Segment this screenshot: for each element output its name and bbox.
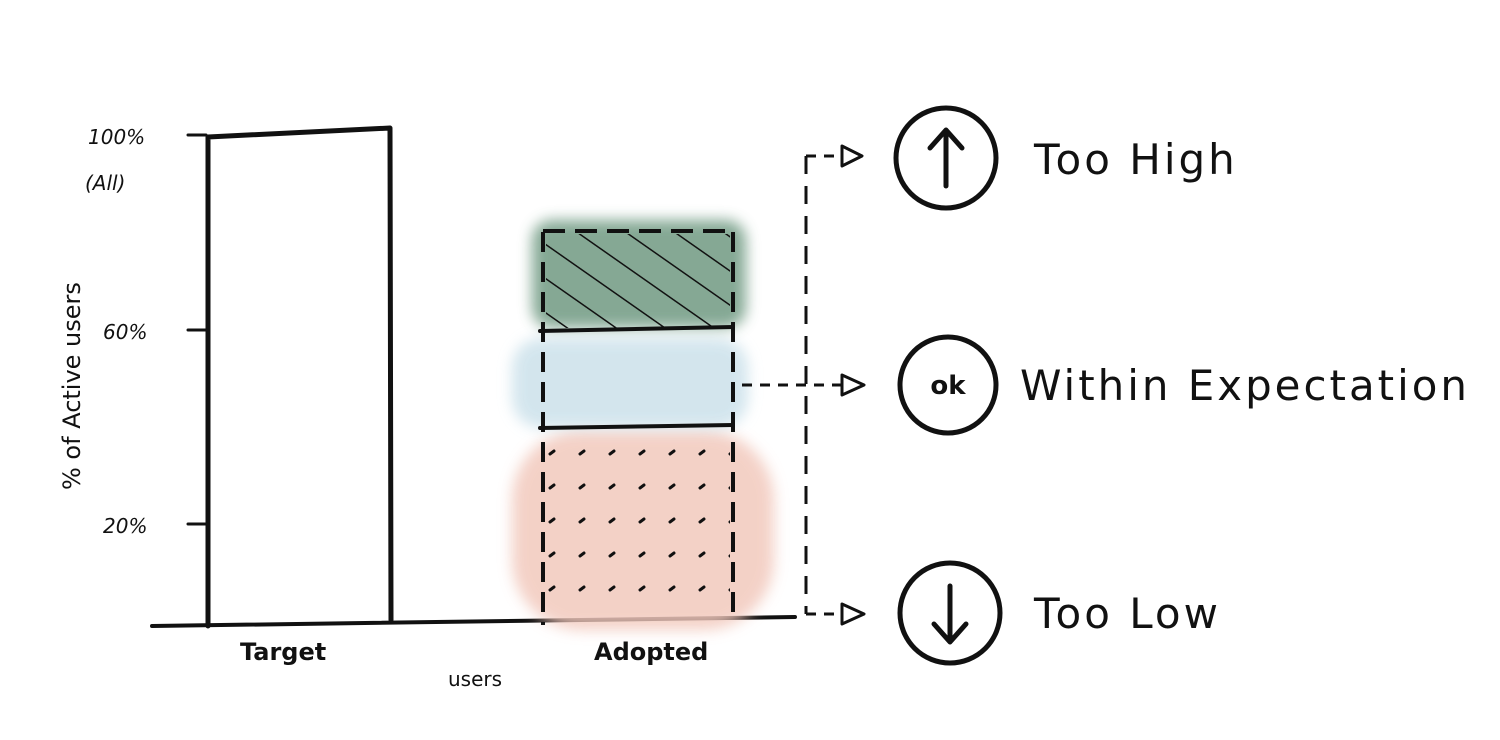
legend-circle-low [897,560,1003,666]
connectors [742,144,866,626]
y-tick-sublabel-all: (All) [85,171,125,195]
arrow-up-icon [927,127,965,189]
ok-icon: ok [930,371,966,401]
y-tick-label-20: 20% [103,514,147,538]
category-label-adopted: Adopted [594,638,708,666]
y-tick-label-100: 100% [88,125,145,149]
connector-high-arrowhead [840,144,864,168]
connector-ok-arrowhead [840,373,866,397]
category-label-target: Target [240,638,326,666]
legend-circle-ok [897,334,999,436]
legend-label-too-low: Too Low [1033,589,1221,638]
legend-label-too-high: Too High [1033,135,1238,184]
adopted-segment-ok-wash [512,338,748,428]
arrow-down-icon [931,583,969,645]
adopted-divider-60 [538,325,735,333]
y-axis-label: % of Active users [58,282,86,490]
adopted-divider-40 [538,423,735,430]
adopted-segment-low-dots [546,430,730,616]
legend-circle-high [893,105,999,211]
legend-label-within-expectation: Within Expectation [1020,361,1470,410]
x-axis-label: users [448,667,502,691]
y-axis: 100% (All) 60% 20% % of Active users [58,125,208,538]
adopted-bar [512,220,774,630]
adopted-segment-high-hatch [546,234,730,328]
legend-item-within-expectation: ok Within Expectation [897,334,1470,436]
legend-item-too-high: Too High [893,105,1238,211]
connector-low-arrowhead [840,602,866,626]
legend-item-too-low: Too Low [897,560,1221,666]
target-bar [205,125,394,629]
y-tick-label-60: 60% [103,320,147,344]
